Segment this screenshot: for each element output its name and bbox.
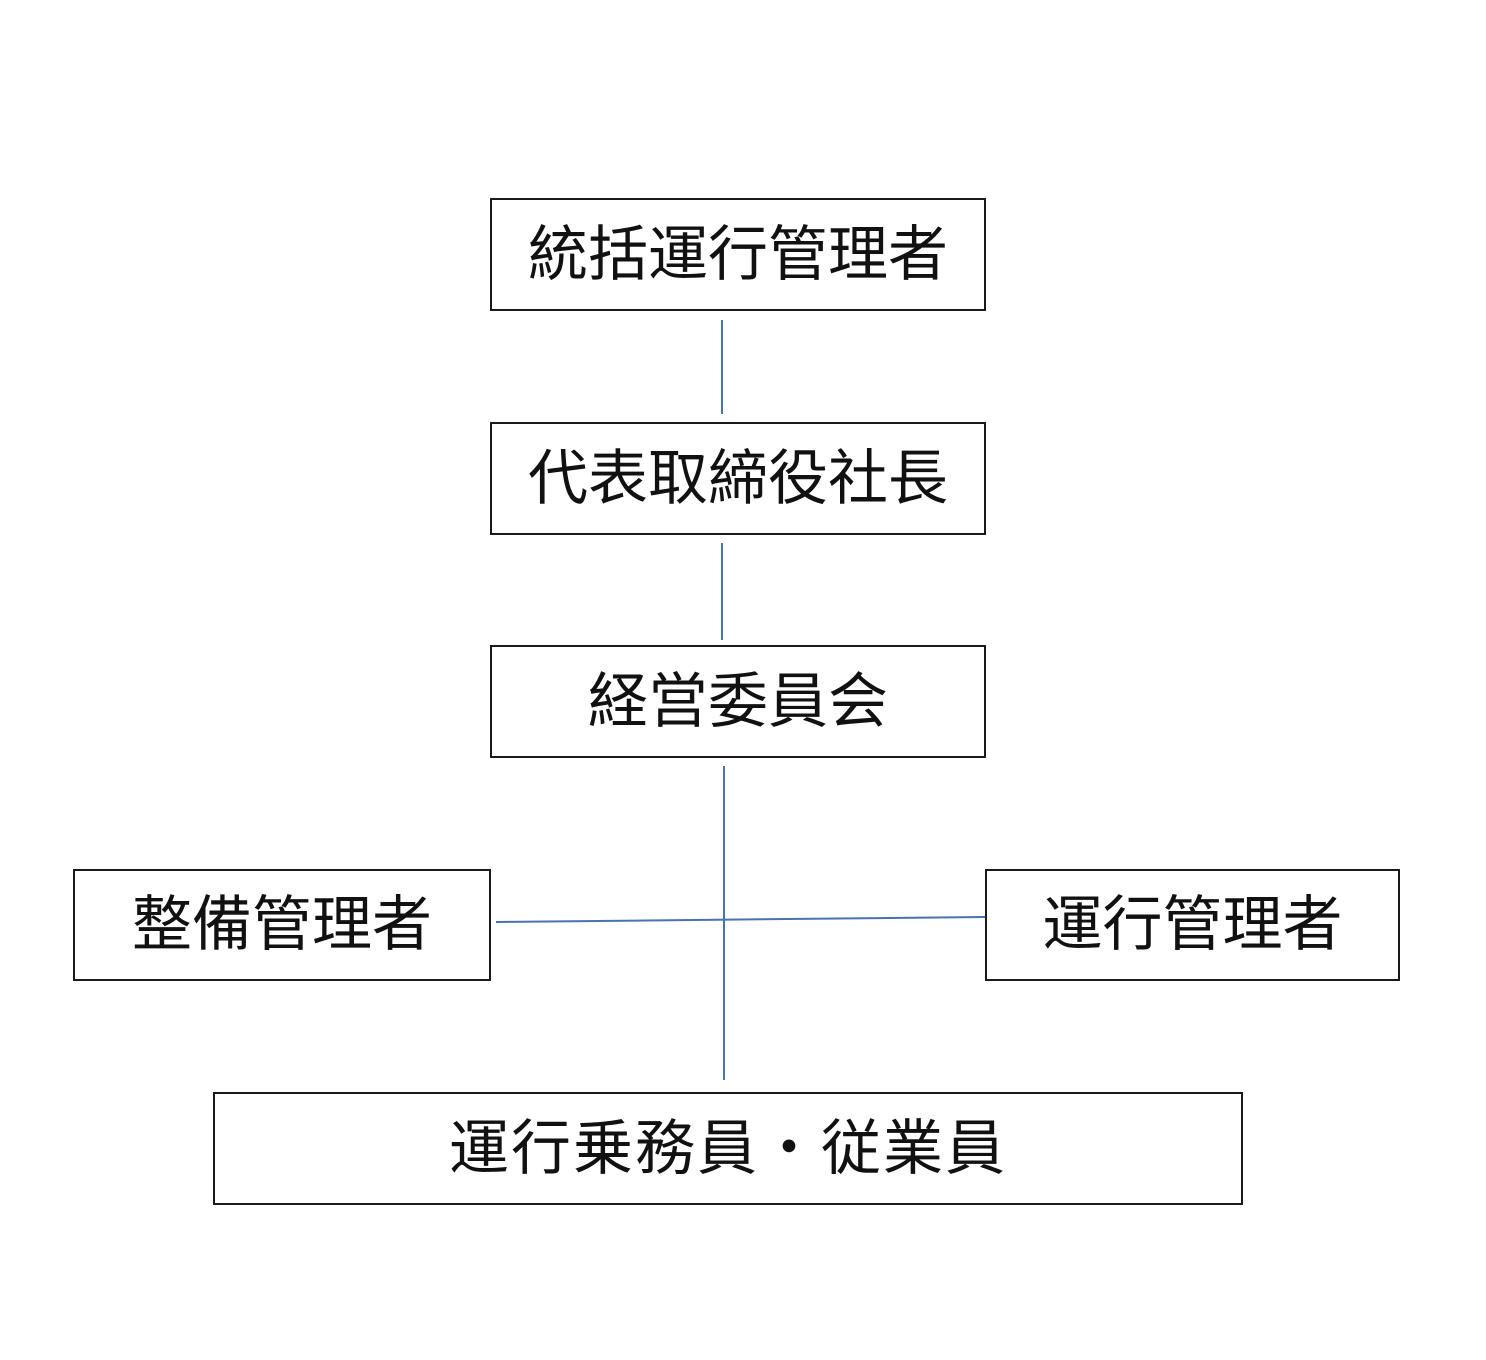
node-label: 整備管理者: [132, 890, 432, 960]
node-label: 代表取締役社長: [528, 443, 948, 514]
node-crew-and-staff: 運行乗務員・従業員: [213, 1092, 1243, 1205]
node-general-operations-manager: 統括運行管理者: [490, 198, 986, 311]
node-label: 運行管理者: [1042, 890, 1343, 960]
node-president: 代表取締役社長: [490, 422, 986, 535]
node-label: 運行乗務員・従業員: [449, 1113, 1007, 1184]
node-label: 統括運行管理者: [528, 219, 948, 290]
node-management-committee: 経営委員会: [490, 645, 986, 758]
node-label: 経営委員会: [588, 666, 888, 737]
connector-maintenance-operations: [495, 916, 986, 923]
node-operations-manager: 運行管理者: [985, 869, 1400, 981]
node-maintenance-manager: 整備管理者: [73, 869, 491, 981]
